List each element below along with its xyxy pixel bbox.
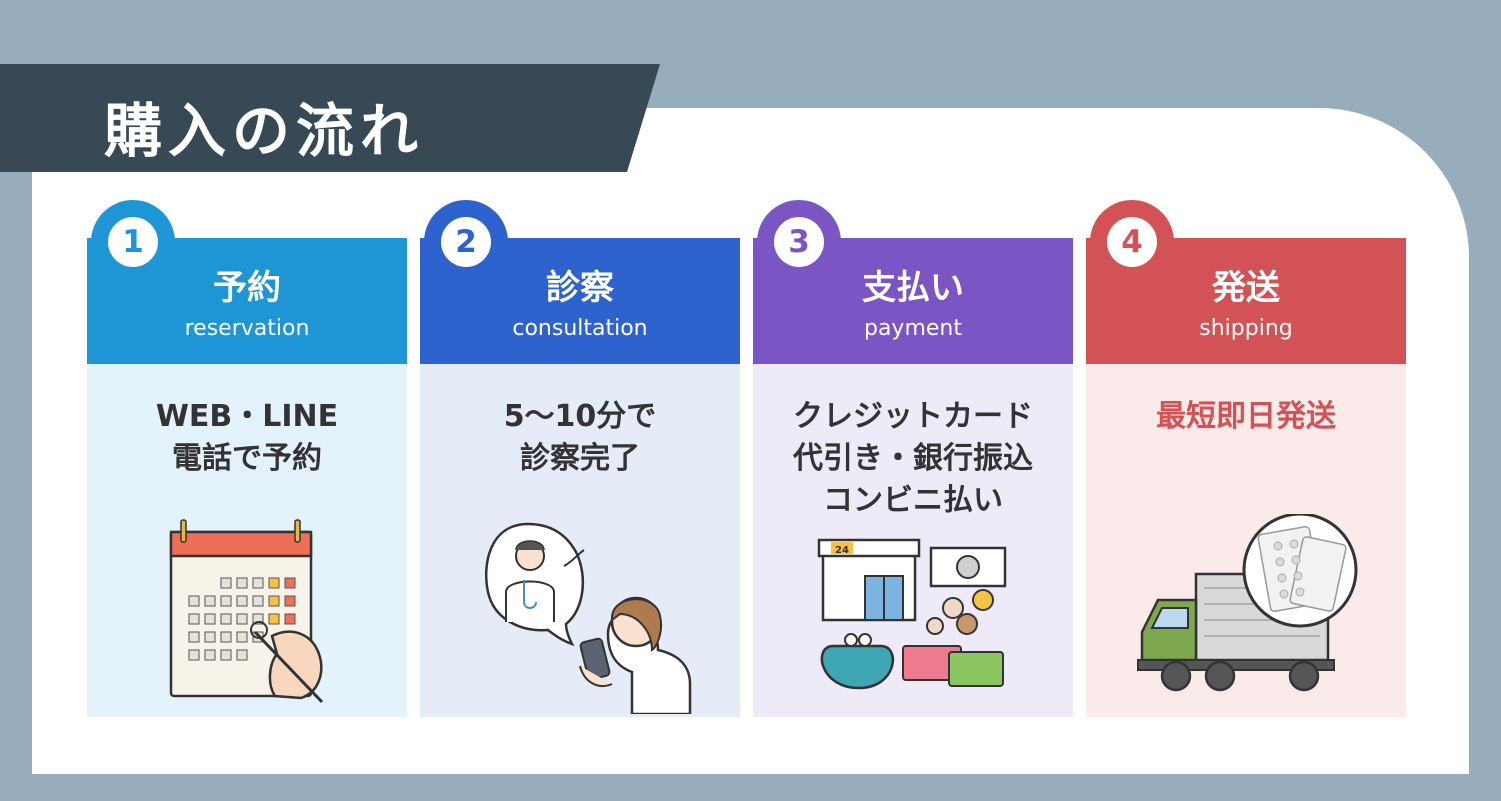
step-body: 5〜10分で 診察完了 [420, 364, 740, 717]
title-banner [0, 64, 660, 172]
step-header: 4 発送 shipping [1086, 200, 1406, 364]
step-description: 最短即日発送 [1156, 399, 1336, 434]
step-number: 2 [441, 217, 491, 267]
step-subtitle: payment [863, 316, 962, 341]
step-description: クレジットカード 代引き・銀行振込 コンビニ払い [793, 399, 1033, 518]
step-number: 1 [108, 217, 158, 267]
step-badge: 1 [91, 200, 175, 284]
step-title: 支払い [862, 268, 964, 308]
step-card-consultation: 2 診察 consultation 5〜10分で 診察完了 [420, 200, 740, 717]
svg-text:24: 24 [835, 545, 849, 556]
calendar-hand-icon [169, 519, 324, 704]
step-body: クレジットカード 代引き・銀行振込 コンビニ払い 24 [753, 364, 1073, 717]
step-body: WEB・LINE 電話で予約 [87, 364, 407, 717]
step-body: 最短即日発送 [1086, 364, 1406, 717]
truck-pills-icon [1137, 514, 1358, 692]
step-title: 予約 [213, 268, 281, 308]
step-description: WEB・LINE 電話で予約 [155, 399, 339, 476]
step-header: 3 支払い payment [753, 200, 1073, 364]
step-card-shipping: 4 発送 shipping 最短即日発送 [1086, 200, 1406, 717]
step-badge: 3 [757, 200, 841, 284]
step-title: 診察 [546, 268, 614, 308]
step-subtitle: shipping [1199, 316, 1293, 341]
step-subtitle: consultation [512, 316, 648, 341]
step-title: 発送 [1212, 268, 1280, 308]
step-badge: 4 [1090, 200, 1174, 284]
store-money-cards-icon: 24 [817, 538, 1007, 690]
doctor-patient-smartphone-icon [484, 522, 692, 714]
step-card-reservation: 1 予約 reservation WEB・LINE 電話で予約 [87, 200, 407, 717]
step-subtitle: reservation [184, 316, 310, 341]
step-card-payment: 3 支払い payment クレジットカード 代引き・銀行振込 コンビニ払い 2… [753, 200, 1073, 717]
step-description: 5〜10分で 診察完了 [503, 399, 657, 476]
step-header: 2 診察 consultation [420, 200, 740, 364]
step-header: 1 予約 reservation [87, 200, 407, 364]
step-badge: 2 [424, 200, 508, 284]
page-title: 購入の流れ [104, 97, 425, 165]
step-number: 3 [774, 217, 824, 267]
step-number: 4 [1107, 217, 1157, 267]
